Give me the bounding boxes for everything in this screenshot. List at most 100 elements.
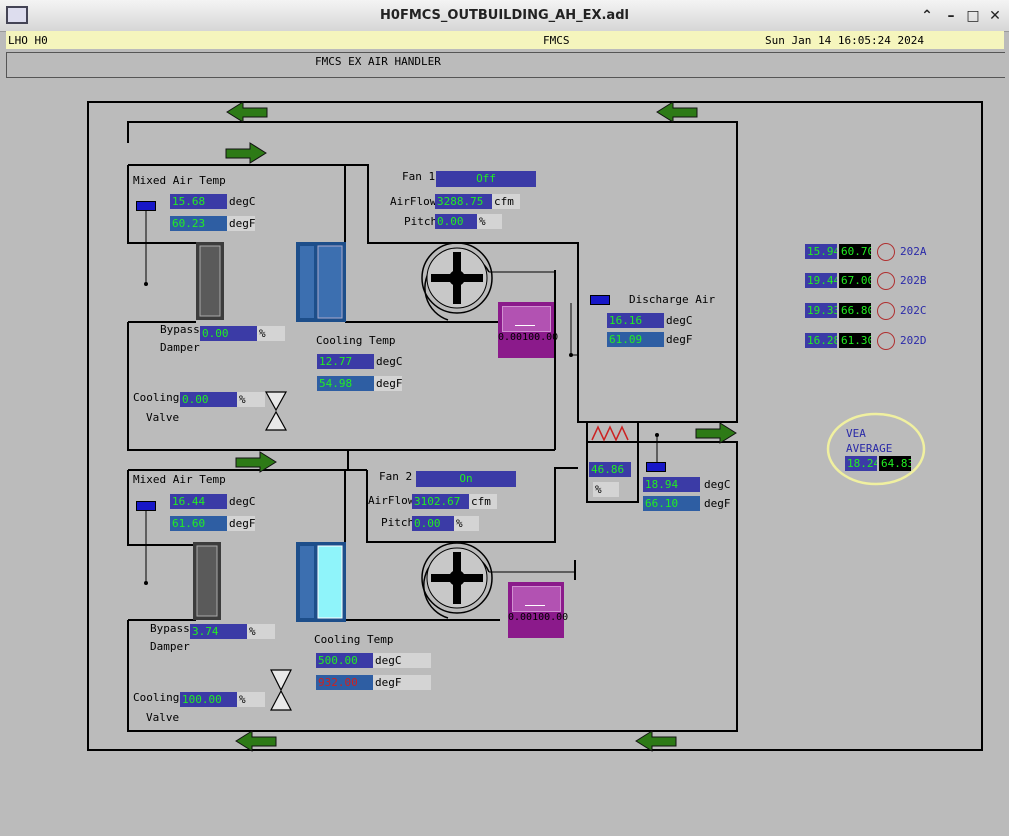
heater-f-value: 66.10 xyxy=(643,496,700,511)
lower-mixed-c-unit: degC xyxy=(229,495,256,508)
upper-cool-c-value: 12.77 xyxy=(317,354,374,369)
close-button[interactable]: ✕ xyxy=(989,8,1001,24)
vea-ellipse xyxy=(826,412,926,486)
fan-1-icon xyxy=(421,242,493,321)
upper-damper-label: Damper xyxy=(160,341,200,354)
fan-2-gauge: 0.00100.00 xyxy=(508,582,569,638)
upper-cool-f-value: 54.98 xyxy=(317,376,374,391)
app-icon[interactable] xyxy=(6,6,28,24)
fan-1-gauge-range: 0.00100.00 xyxy=(498,332,559,343)
chevron-up-icon[interactable]: ⌃ xyxy=(921,8,933,24)
upper-cooling-value: 0.00 xyxy=(180,392,237,407)
upper-mixed-air-label: Mixed Air Temp xyxy=(133,174,226,187)
lower-mixed-air-label: Mixed Air Temp xyxy=(133,473,226,486)
discharge-f-unit: degF xyxy=(666,333,693,346)
vea-label: VEA xyxy=(846,427,866,440)
upper-cool-f-unit: degF xyxy=(374,376,403,391)
vea-c-value: 18.24 xyxy=(845,456,877,471)
discharge-indicator xyxy=(590,295,610,305)
upper-cooling-unit: % xyxy=(237,392,265,407)
datetime-label: Sun Jan 14 16:05:24 2024 xyxy=(765,34,924,47)
fan-2-gauge-range: 0.00100.00 xyxy=(508,612,569,623)
window-title: H0FMCS_OUTBUILDING_AH_EX.adl xyxy=(380,8,629,23)
fan-1-label: Fan 1 xyxy=(402,170,436,183)
discharge-c-value: 16.16 xyxy=(607,313,664,328)
heater-value: 46.86 xyxy=(589,462,631,477)
upper-mixed-f-value: 60.23 xyxy=(170,216,227,231)
zone-202b-f: 67.00 xyxy=(839,273,871,288)
lower-cooling-label: Cooling xyxy=(133,691,180,704)
lower-damper-label: Damper xyxy=(150,640,190,653)
discharge-label: Discharge Air xyxy=(629,293,716,306)
zone-202a-status-icon xyxy=(877,243,895,261)
lower-bypass-label: Bypass xyxy=(150,622,190,635)
lower-cool-temp-label: Cooling Temp xyxy=(314,633,394,646)
zone-202c-f: 66.80 xyxy=(839,303,871,318)
zone-202d-status-icon xyxy=(877,332,895,350)
heater-indicator xyxy=(646,462,666,472)
zone-row: 16.28 61.30 202D xyxy=(805,332,945,350)
fan-1-airflow-label: AirFlow xyxy=(390,195,437,208)
minimize-button[interactable]: – xyxy=(947,8,955,24)
fan-2-airflow-unit: cfm xyxy=(469,494,497,509)
fan-2-pitch-value: 0.00 xyxy=(412,516,454,531)
lower-valve-label: Valve xyxy=(146,711,180,724)
heater-c-value: 18.94 xyxy=(643,477,700,492)
fan-1-pitch-unit: % xyxy=(477,214,502,229)
fan-2-icon xyxy=(421,542,493,619)
fan-1-gauge: 0.00100.00 xyxy=(498,302,559,358)
zone-202b-label: 202B xyxy=(900,274,927,287)
fan-2-label: Fan 2 xyxy=(379,470,413,483)
upper-bypass-label: Bypass xyxy=(160,323,200,336)
lower-bypass-value: 3.74 xyxy=(190,624,247,639)
lower-cool-f-value: 932.00 xyxy=(316,675,373,690)
fan-1-pitch-label: Pitch xyxy=(404,215,438,228)
lower-mixed-c-value: 16.44 xyxy=(170,494,227,509)
zone-202d-c: 16.28 xyxy=(805,333,837,348)
zone-row: 19.33 66.80 202C xyxy=(805,302,945,320)
lower-cooling-unit: % xyxy=(237,692,265,707)
zone-row: 19.44 67.00 202B xyxy=(805,272,945,290)
vea-f-value: 64.83 xyxy=(879,456,911,471)
site-label: LHO H0 xyxy=(8,34,48,47)
upper-bypass-unit: % xyxy=(257,326,285,341)
zone-202d-label: 202D xyxy=(900,334,927,347)
zone-202a-f: 60.70 xyxy=(839,244,871,259)
lower-mixed-air-indicator xyxy=(136,501,156,511)
zone-202a-c: 15.94 xyxy=(805,244,837,259)
zone-202c-label: 202C xyxy=(900,304,927,317)
vea-average-label: AVERAGE xyxy=(846,442,893,455)
fan-2-pitch-unit: % xyxy=(454,516,479,531)
lower-cool-f-unit: degF xyxy=(373,675,431,690)
fan-1-airflow-unit: cfm xyxy=(492,194,520,209)
zone-202c-c: 19.33 xyxy=(805,303,837,318)
upper-cool-temp-label: Cooling Temp xyxy=(316,334,396,347)
lower-mixed-f-value: 61.60 xyxy=(170,516,227,531)
zone-202a-label: 202A xyxy=(900,245,927,258)
discharge-f-value: 61.09 xyxy=(607,332,664,347)
fan-2-airflow-label: AirFlow xyxy=(368,494,415,507)
heater-f-unit: degF xyxy=(704,497,731,510)
upper-bypass-value: 0.00 xyxy=(200,326,257,341)
zone-202c-status-icon xyxy=(877,302,895,320)
discharge-c-unit: degC xyxy=(666,314,693,327)
page-title: FMCS EX AIR HANDLER xyxy=(315,55,441,68)
heater-unit: % xyxy=(593,482,619,497)
upper-cool-c-unit: degC xyxy=(376,355,403,368)
zone-202b-c: 19.44 xyxy=(805,273,837,288)
upper-cooling-label: Cooling xyxy=(133,391,180,404)
upper-mixed-air-indicator xyxy=(136,201,156,211)
zone-202b-status-icon xyxy=(877,272,895,290)
upper-mixed-f-unit: degF xyxy=(227,216,256,231)
lower-cool-c-unit: degC xyxy=(373,653,431,668)
upper-mixed-c-unit: degC xyxy=(229,195,256,208)
zone-202d-f: 61.30 xyxy=(839,333,871,348)
header-box: FMCS EX AIR HANDLER xyxy=(6,52,1005,78)
lower-bypass-unit: % xyxy=(247,624,275,639)
lower-mixed-f-unit: degF xyxy=(227,516,256,531)
system-label: FMCS xyxy=(543,34,570,47)
fan-1-airflow-value: 3288.75 xyxy=(435,194,492,209)
maximize-button[interactable]: □ xyxy=(966,8,980,24)
fan-2-state: On xyxy=(416,471,516,487)
